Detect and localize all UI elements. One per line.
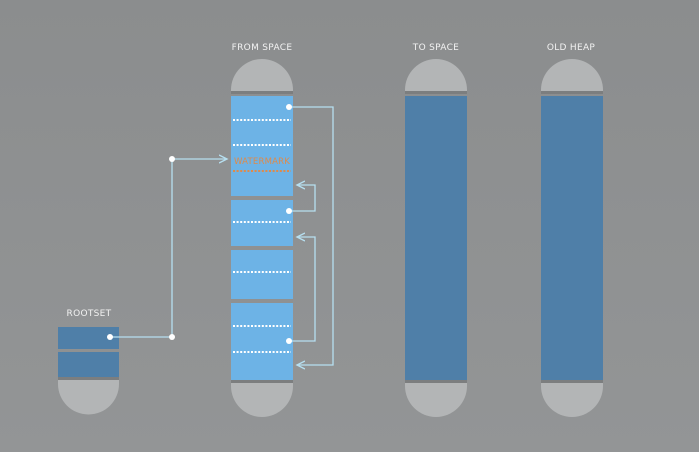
reference-arrows [110, 106, 334, 365]
from-space-top-cap [231, 59, 293, 94]
root-reference-arrow [110, 159, 227, 338]
pointer-dot [169, 334, 175, 340]
to-space-top-cap [405, 59, 467, 94]
reference-dots [107, 104, 292, 344]
from-space-label: FROM SPACE [232, 43, 293, 53]
rootset-divider [58, 349, 119, 352]
to-space-bottom-cap [405, 383, 467, 417]
from-space-region [231, 96, 293, 380]
pointer-dot [286, 338, 292, 344]
old-heap-bottom-cap [541, 383, 603, 417]
rootset-region-upper [58, 327, 119, 349]
object-gap [231, 246, 293, 250]
old-heap-column [541, 59, 603, 417]
pointer-dot [286, 104, 292, 110]
object-gap [231, 196, 293, 200]
old-heap-label: OLD HEAP [547, 43, 596, 53]
old-heap-top-cap [541, 59, 603, 94]
forward-reference-arrow [290, 106, 334, 365]
from-space-bottom-cap [231, 383, 293, 417]
object-gap [231, 299, 293, 303]
rootset-label: ROOTSET [67, 309, 112, 319]
medium-reference-arrow [290, 237, 316, 342]
rootset-column [57, 327, 119, 415]
rootset-bottom-cap [57, 380, 119, 415]
pointer-dot [169, 156, 175, 162]
pointer-dot [286, 208, 292, 214]
short-reference-arrow [290, 185, 316, 212]
pointer-dot [107, 334, 113, 340]
to-space-column [405, 59, 467, 417]
to-space-label: TO SPACE [412, 43, 459, 53]
old-heap-region [541, 96, 603, 380]
from-space-column: WATERMARK [231, 59, 293, 417]
to-space-region [405, 96, 467, 380]
rootset-region-lower [58, 352, 119, 377]
watermark-label: WATERMARK [234, 157, 290, 167]
